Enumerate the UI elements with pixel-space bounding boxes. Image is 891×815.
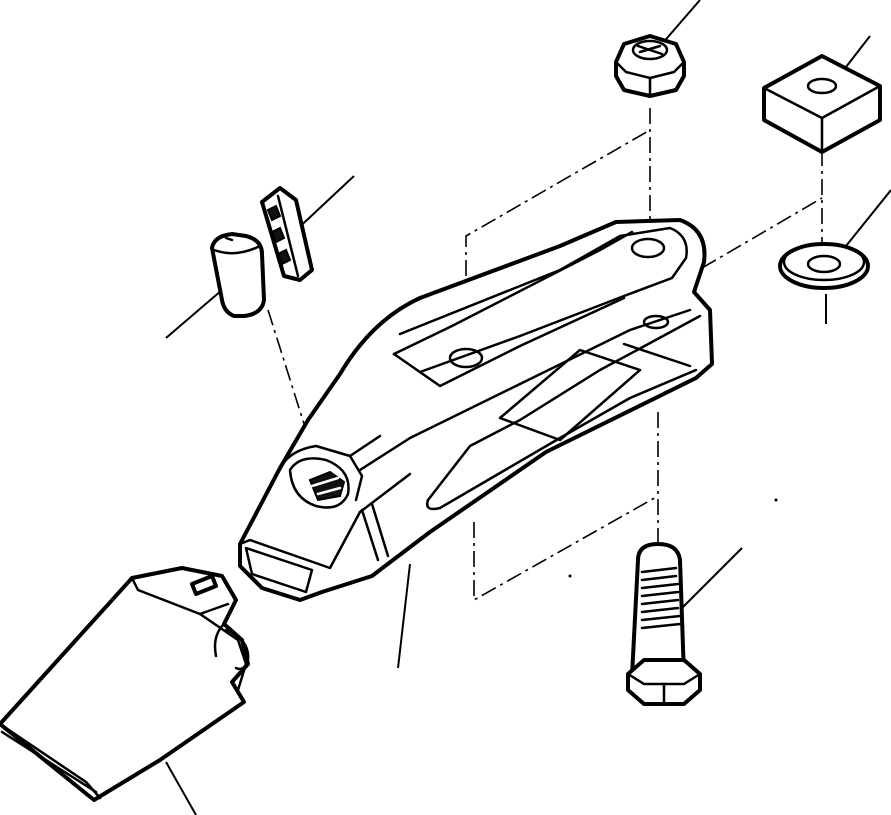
tooth-point-icon (0, 566, 250, 802)
adapter-shank-icon (238, 218, 714, 602)
drawing-marks (568, 498, 778, 578)
hex-nut-icon (614, 34, 686, 98)
lock-pin-icon (210, 232, 266, 318)
retainer-icon (260, 186, 314, 282)
square-block-icon (762, 54, 882, 154)
washer-icon (778, 242, 870, 290)
bolt-icon (626, 542, 702, 706)
